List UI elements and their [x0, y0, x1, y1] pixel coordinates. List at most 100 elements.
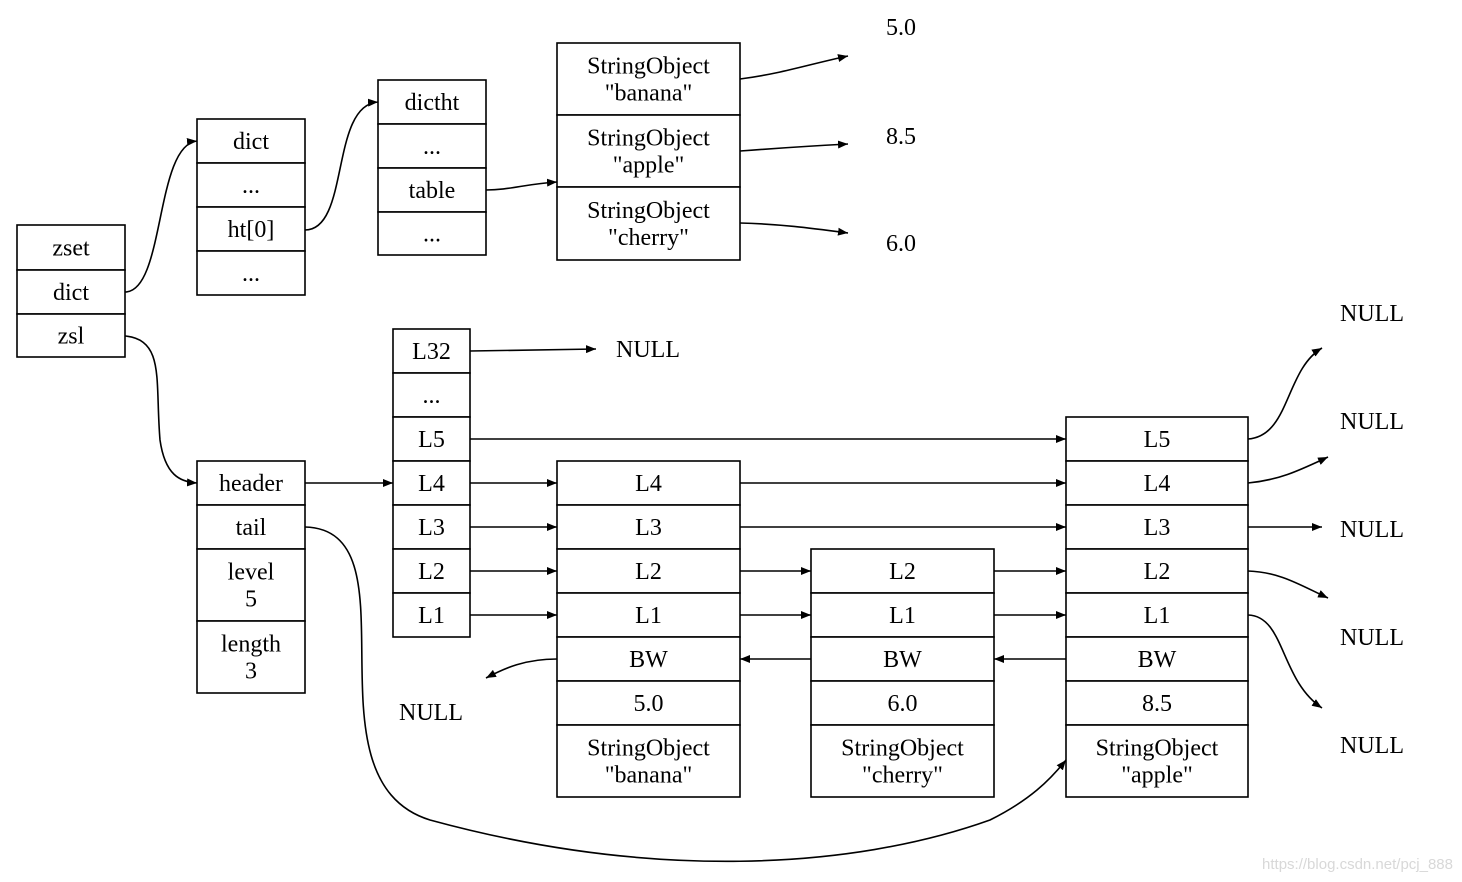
cell-text: L4 [1144, 471, 1171, 497]
cell-box [810, 724, 995, 798]
cell-text: L4 [418, 471, 445, 497]
record-cell: ... [196, 250, 306, 296]
cell-text: "apple" [1121, 763, 1193, 789]
cell-text: L1 [418, 603, 445, 629]
cell-text: StringObject [587, 54, 710, 80]
record-zset: zset dict zsl [16, 224, 126, 358]
cell-text: L5 [418, 427, 445, 453]
record-cell: L1 [1065, 592, 1249, 638]
pointer-arrow [1247, 347, 1323, 440]
record-cell: header [196, 460, 306, 506]
record-cell: L2 [392, 548, 471, 594]
cell-box [1065, 460, 1249, 506]
pointer-arrow [304, 526, 1067, 863]
pointer-arrow [1247, 614, 1323, 709]
cell-text: L2 [889, 559, 916, 585]
record-cell: ... [377, 123, 487, 169]
record-cell: L5 [1065, 416, 1249, 462]
cell-box [196, 206, 306, 252]
cell-text: L3 [418, 515, 445, 541]
cell-text: "banana" [605, 81, 693, 107]
cell-text: "apple" [613, 153, 685, 179]
cell-text: zsl [58, 324, 85, 350]
cell-box [196, 118, 306, 164]
cell-box [196, 504, 306, 550]
cell-text: 8.5 [1142, 691, 1172, 717]
label-null-3: NULL [1340, 517, 1404, 543]
label-null-4: NULL [1340, 625, 1404, 651]
record-dictht: dictht...table... [377, 79, 487, 256]
cell-text: dict [53, 280, 89, 306]
record-cell: StringObject"cherry" [556, 186, 741, 261]
cell-box [377, 167, 487, 213]
cell-text: StringObject [587, 198, 710, 224]
pointer-arrow [485, 658, 558, 679]
label-null-l32: NULL [616, 337, 680, 363]
pointer-arrow [469, 345, 597, 354]
label-null-bw: NULL [399, 700, 463, 726]
cell-text: L2 [418, 559, 445, 585]
cell-text: ht[0] [228, 217, 275, 243]
record-cell: ht[0] [196, 206, 306, 252]
cell-box [556, 548, 741, 594]
record-cell: dictht [377, 79, 487, 125]
record-cell: dict [196, 118, 306, 164]
cell-box [196, 460, 306, 506]
cell-text: L32 [412, 339, 451, 365]
pointer-arrow [739, 222, 849, 236]
record-cell: L32 [392, 328, 471, 374]
record-cell: StringObject"cherry" [810, 724, 995, 798]
record-cell: 8.5 [1065, 680, 1249, 726]
watermark: https://blog.csdn.net/pcj_888 [1262, 856, 1453, 873]
pointer-arrow [739, 140, 849, 152]
cell-text: L3 [1144, 515, 1171, 541]
record-cell: ... [196, 162, 306, 208]
pointer-arrow [124, 138, 198, 293]
record-cell: ... [377, 211, 487, 256]
record-cell: zsl [16, 313, 126, 358]
cell-box [556, 114, 741, 188]
cell-text: L1 [635, 603, 662, 629]
cell-text: zset [52, 236, 90, 262]
cell-box [1065, 504, 1249, 550]
cell-box [392, 372, 471, 418]
cell-text: BW [1138, 647, 1177, 673]
record-cell: L4 [1065, 460, 1249, 506]
record-cell: StringObject"apple" [1065, 724, 1249, 798]
record-cell: table [377, 167, 487, 213]
cell-box [556, 504, 741, 550]
cell-box [196, 620, 306, 694]
record-cell: StringObject"banana" [556, 724, 741, 798]
record-cell: BW [810, 636, 995, 682]
cell-text: L2 [1144, 559, 1171, 585]
cell-box [196, 548, 306, 622]
pointer-arrow [304, 98, 379, 231]
record-cell: L5 [392, 416, 471, 462]
cell-text: "cherry" [608, 225, 689, 251]
cell-text: 6.0 [888, 691, 918, 717]
cell-box [1065, 416, 1249, 462]
cell-text: StringObject [587, 736, 710, 762]
cell-box [556, 186, 741, 261]
cell-box [392, 416, 471, 462]
record-cell: L2 [556, 548, 741, 594]
cell-box [196, 250, 306, 296]
cell-box [810, 680, 995, 726]
cell-box [392, 460, 471, 506]
cell-text: StringObject [587, 126, 710, 152]
record-cell: L3 [556, 504, 741, 550]
record-cell: zset [16, 224, 126, 271]
record-cell: L2 [1065, 548, 1249, 594]
cell-box [556, 680, 741, 726]
cell-text: ... [423, 134, 441, 160]
label-score-banana: 5.0 [886, 15, 916, 41]
cell-box [196, 162, 306, 208]
record-cell: L4 [392, 460, 471, 506]
label-null-1: NULL [1340, 301, 1404, 327]
cell-text: 5.0 [634, 691, 664, 717]
